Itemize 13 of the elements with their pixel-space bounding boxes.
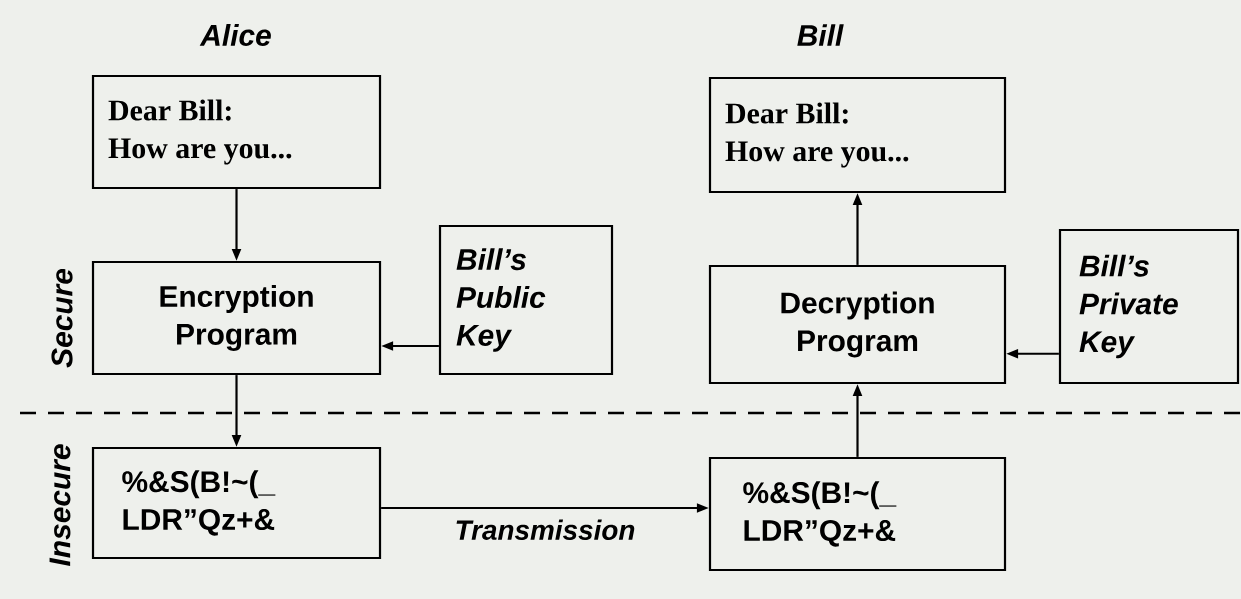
ciphertext-box: %&S(B!~(_ LDR”Qz+&: [708, 456, 1007, 572]
letter-box: Dear Bill: How are you...: [91, 74, 382, 190]
key-box: Bill’s Private Key: [1058, 228, 1240, 385]
ciphertext-box: %&S(B!~(_ LDR”Qz+&: [91, 446, 382, 560]
program-box: Encryption Program: [91, 260, 382, 376]
column-heading: Alice: [199, 24, 271, 46]
zone-label: Insecure: [49, 444, 71, 566]
edge-label: Transmission: [456, 519, 635, 540]
zone-label: Secure: [51, 269, 73, 368]
program-box: Decryption Program: [708, 264, 1007, 385]
key-box: Bill’s Public Key: [438, 224, 614, 376]
letter-box: Dear Bill: How are you...: [708, 76, 1007, 194]
column-heading: Bill: [797, 24, 844, 46]
